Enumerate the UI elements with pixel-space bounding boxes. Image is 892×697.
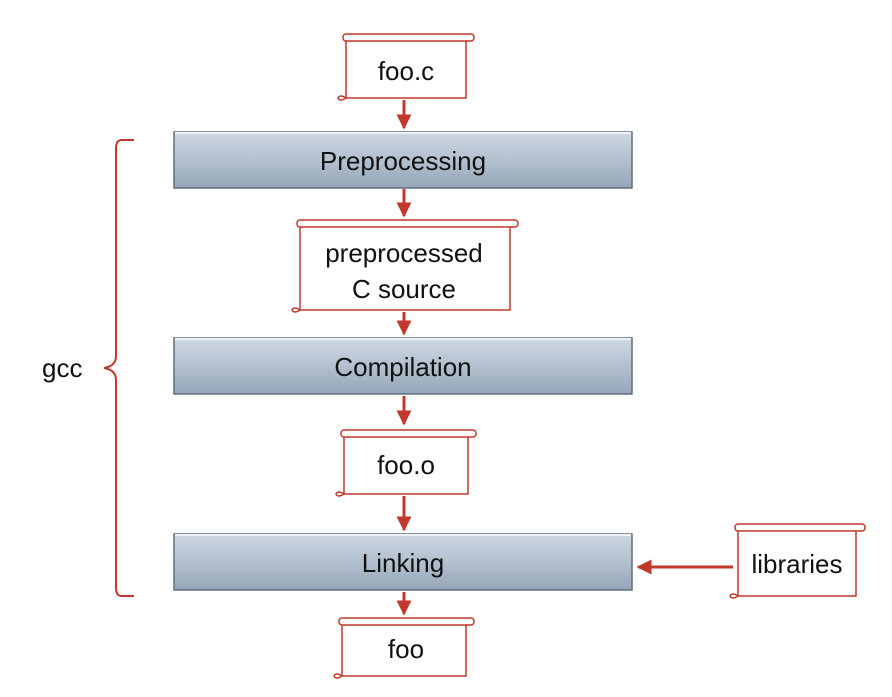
file-label-foo-o: foo.o	[377, 450, 435, 480]
stage-label-compilation: Compilation	[334, 352, 471, 382]
gcc-bracket	[103, 139, 134, 597]
file-scroll-libraries: libraries	[729, 523, 866, 599]
file-scroll-foo-o: foo.o	[335, 429, 477, 497]
gcc-label: gcc	[42, 353, 82, 383]
file-label-foo-c: foo.c	[378, 56, 434, 86]
stage-preprocessing: Preprocessing	[173, 131, 633, 189]
stage-linking: Linking	[173, 533, 633, 591]
file-label-preprocessed-line1: preprocessed	[325, 238, 483, 268]
stage-compilation: Compilation	[173, 337, 633, 395]
file-label-foo: foo	[388, 634, 424, 664]
stage-label-preprocessing: Preprocessing	[320, 146, 486, 176]
stage-label-linking: Linking	[362, 548, 444, 578]
file-scroll-foo-c: foo.c	[337, 33, 475, 101]
file-label-preprocessed-line2: C source	[352, 274, 456, 304]
file-scroll-foo: foo	[333, 617, 475, 679]
file-label-libraries: libraries	[751, 549, 842, 579]
file-scroll-preprocessed-source: preprocessed C source	[291, 219, 519, 313]
